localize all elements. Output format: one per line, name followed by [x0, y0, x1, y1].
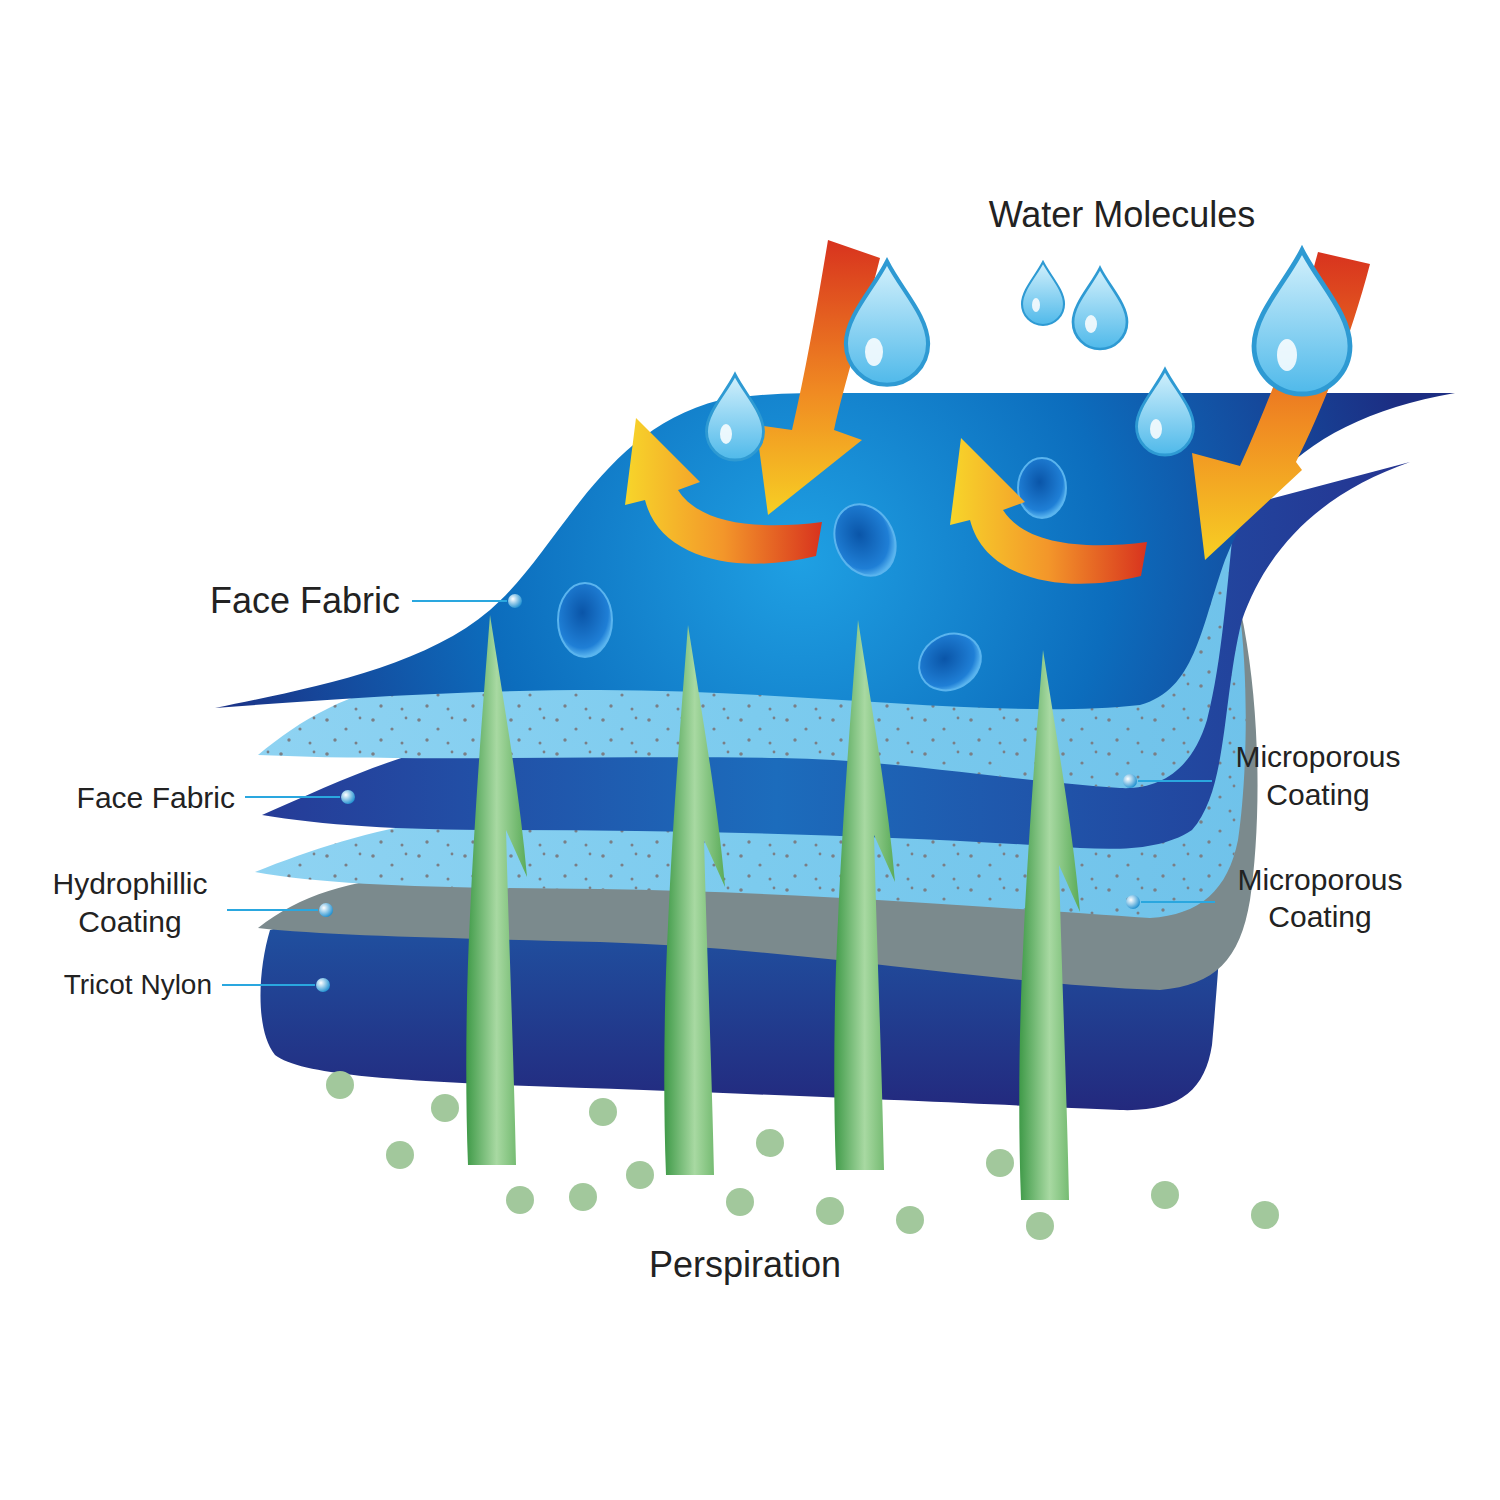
vapor-dot — [626, 1161, 654, 1189]
vapor-dot — [589, 1098, 617, 1126]
leader-line — [1138, 780, 1212, 782]
drop-highlight — [1032, 298, 1040, 312]
water-bead — [1018, 458, 1066, 518]
rain-drop — [846, 262, 928, 385]
part-label: Microporous Coating — [1208, 738, 1428, 814]
vapor-dot — [986, 1149, 1014, 1177]
vapor-dot — [386, 1141, 414, 1169]
part-label: Perspiration — [545, 1244, 945, 1285]
leader-dot — [1123, 774, 1137, 788]
vapor-dot — [1026, 1212, 1054, 1240]
perspiration-arrows — [466, 615, 1080, 1200]
part-label: Face Fabric — [20, 780, 235, 815]
drop-highlight — [1085, 315, 1097, 333]
water-bead — [823, 494, 907, 586]
rain-drop — [1137, 370, 1194, 456]
leader-dot — [316, 978, 330, 992]
vapor-dot — [1251, 1201, 1279, 1229]
leader-lines — [222, 601, 1215, 985]
part-label: Hydrophillic Coating — [30, 865, 230, 941]
leader-line — [1141, 901, 1215, 903]
drop-highlight — [1150, 419, 1162, 439]
leader-dot — [508, 594, 522, 608]
drop-highlights — [720, 298, 1297, 444]
drop-highlight — [720, 424, 732, 444]
water-bead — [909, 623, 991, 702]
leader-dot — [341, 790, 355, 804]
vapor-arrow — [834, 620, 895, 1170]
rain-drops — [707, 250, 1351, 460]
vapor-dot — [569, 1183, 597, 1211]
rain-drop — [1254, 250, 1350, 394]
part-label: Tricot Nylon — [0, 968, 212, 1001]
drop-highlight — [1277, 339, 1297, 371]
deflect-arrow — [950, 438, 1147, 584]
vapor-arrow — [1019, 650, 1080, 1200]
leader-dot — [1126, 895, 1140, 909]
leader-dots — [316, 594, 1140, 992]
rain-drop — [1022, 262, 1064, 325]
water-bead — [558, 583, 612, 657]
vapor-arrow — [466, 615, 527, 1165]
leader-line — [227, 909, 318, 911]
leader-line — [222, 984, 315, 986]
vapor-dot — [1151, 1181, 1179, 1209]
leader-line — [412, 600, 507, 602]
vapor-dot — [326, 1071, 354, 1099]
vapor-dot — [816, 1197, 844, 1225]
vapor-arrow — [664, 625, 725, 1175]
rain-drop — [1073, 268, 1127, 349]
vapor-dot — [726, 1188, 754, 1216]
vapor-dot — [756, 1129, 784, 1157]
deflect-arrow — [625, 418, 822, 564]
vapor-dot — [506, 1186, 534, 1214]
part-label: Microporous Coating — [1210, 861, 1430, 935]
drop-highlight — [865, 338, 883, 366]
vapor-dot — [431, 1094, 459, 1122]
part-label: Water Molecules — [922, 194, 1322, 235]
rain-drop — [707, 375, 764, 461]
part-label: Face Fabric — [100, 580, 400, 621]
leader-line — [245, 796, 340, 798]
leader-dot — [319, 903, 333, 917]
vapor-dot — [896, 1206, 924, 1234]
